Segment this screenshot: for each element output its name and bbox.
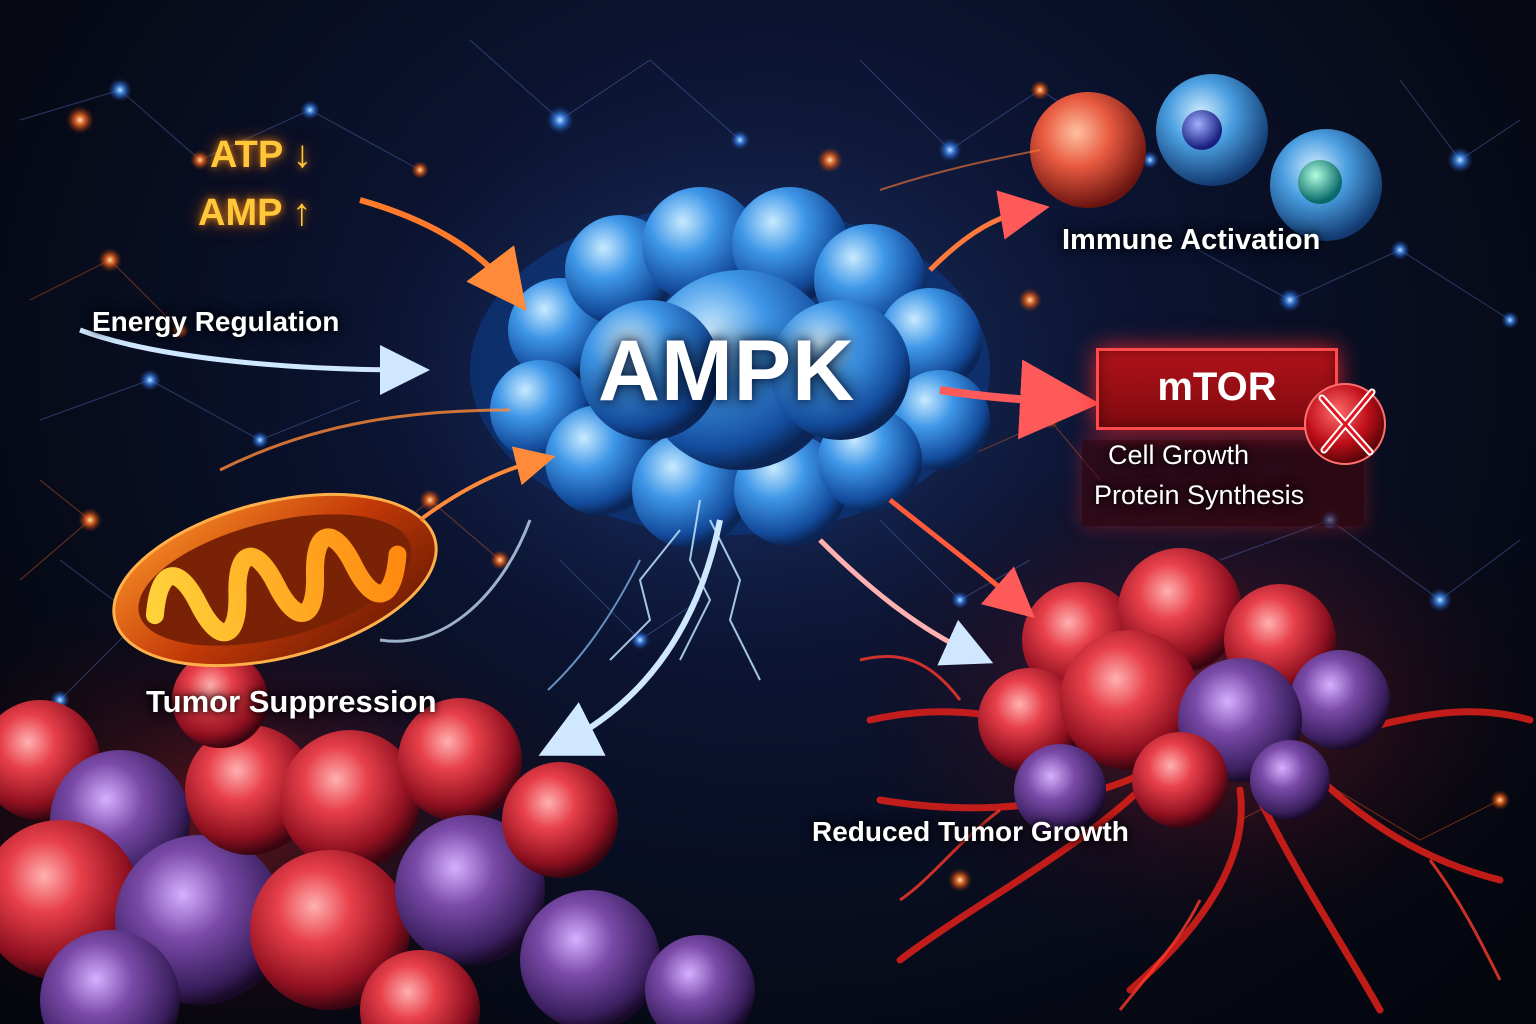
energy-regulation-label: Energy Regulation xyxy=(92,306,340,337)
mitochondrion-arrow-in xyxy=(219,408,511,472)
protein-synthesis-label: Protein Synthesis xyxy=(1094,480,1305,510)
ampk-protein-icon xyxy=(470,187,990,681)
tumor-suppression-arrow xyxy=(379,519,532,643)
ampk-to-bottom-arrow xyxy=(538,519,723,756)
immune-activation-arrow xyxy=(928,190,1050,272)
mtor-effects-panel xyxy=(1082,440,1364,526)
mtor-inhibition-arrow xyxy=(939,359,1100,440)
ampk-label: AMPK xyxy=(598,323,856,419)
tumor-cell-cluster-icon xyxy=(0,652,755,1024)
tumor-suppression-label: Tumor Suppression xyxy=(146,684,437,719)
mitochondrion-arrow-out xyxy=(418,446,556,522)
mtor-box: mTOR xyxy=(1096,348,1338,430)
energy-regulation-arrow xyxy=(79,327,430,395)
immune-cell-icon xyxy=(1030,74,1382,241)
ampk-to-bottom-small-arrow xyxy=(547,559,641,691)
cell-growth-label: Cell Growth xyxy=(1108,440,1250,470)
reduced-tumor-cluster-icon xyxy=(859,548,1534,1014)
immune-activation-label: Immune Activation xyxy=(1062,224,1321,256)
reduced-tumor-arrow xyxy=(888,498,1036,619)
amp-increase-label: AMP ↑ xyxy=(198,192,312,234)
atp-decrease-label: ATP ↓ xyxy=(210,134,313,176)
atp-amp-arrow xyxy=(359,197,527,312)
immune-activation-arrow-2 xyxy=(879,149,1041,191)
mtor-label: mTOR xyxy=(1157,365,1277,409)
x-circle-icon xyxy=(1304,383,1386,465)
reduced-tumor-arrow-2 xyxy=(818,538,994,666)
reduced-tumor-growth-label: Reduced Tumor Growth xyxy=(812,816,1129,847)
mitochondrion-icon xyxy=(112,492,438,668)
